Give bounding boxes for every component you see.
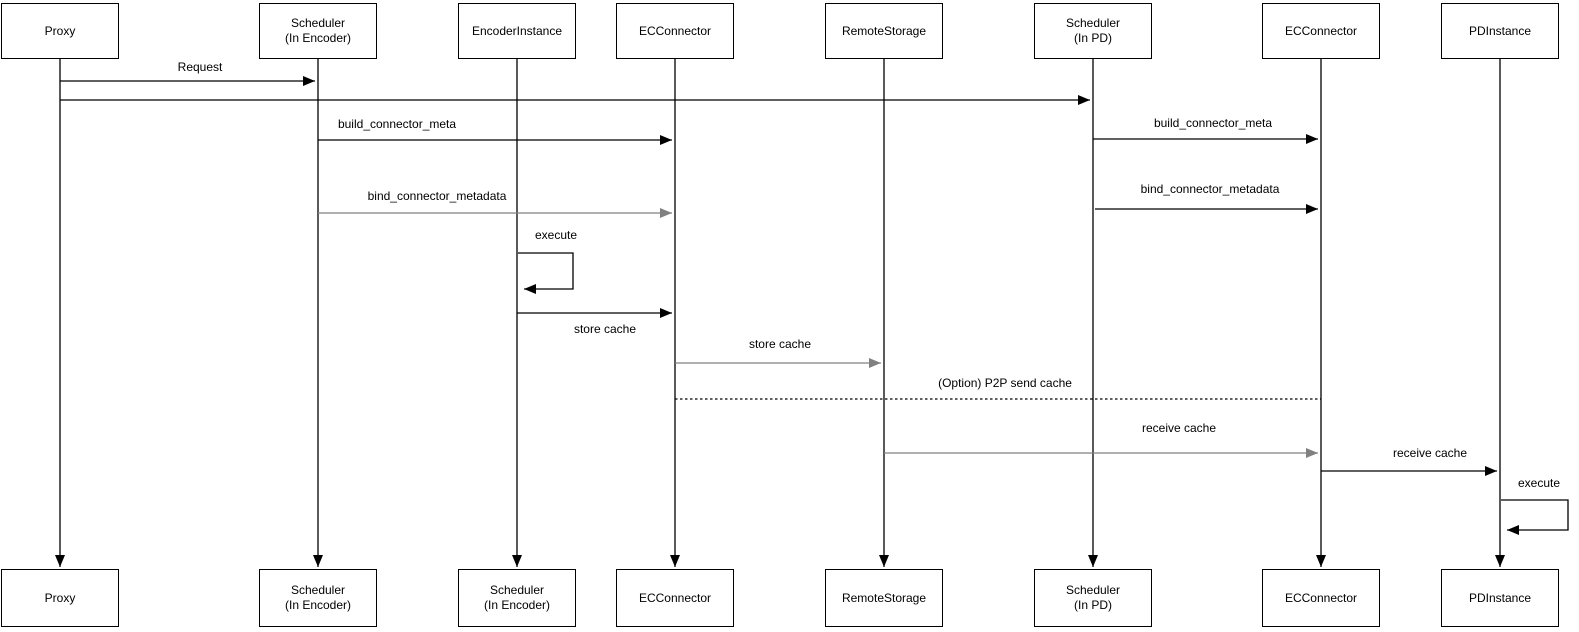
participant-label: Proxy (44, 23, 76, 38)
participant-label: (In PD) (1073, 31, 1112, 45)
participant-label: Scheduler (290, 16, 346, 30)
participant-label: (In Encoder) (483, 598, 551, 612)
message-label-build-connector-meta-right: build_connector_meta (1151, 116, 1275, 130)
participant-bottom-ecconnector-2: ECConnector (1262, 569, 1380, 627)
participant-label: Scheduler (290, 583, 346, 597)
participant-bottom-scheduler-encoder-2: Scheduler(In Encoder) (458, 569, 576, 627)
participant-bottom-scheduler-pd: Scheduler(In PD) (1034, 569, 1152, 627)
message-label-receive-cache-2: receive cache (1390, 446, 1470, 460)
message-label-execute-left: execute (532, 228, 580, 242)
participant-top-pdinstance: PDInstance (1441, 3, 1559, 59)
participant-bottom-ecconnector-1: ECConnector (616, 569, 734, 627)
participant-bottom-scheduler-encoder: Scheduler(In Encoder) (259, 569, 377, 627)
participant-label: PDInstance (1468, 590, 1532, 605)
participant-label: Scheduler (1065, 583, 1121, 597)
message-label-request: Request (175, 60, 225, 74)
participant-label: ECConnector (638, 590, 712, 605)
participant-label: Scheduler (489, 583, 545, 597)
message-label-execute-right: execute (1515, 476, 1563, 490)
arrow-execute-self-right (1501, 499, 1569, 535)
participant-label: ECConnector (638, 23, 712, 38)
message-label-store-cache-1: store cache (571, 322, 639, 336)
participant-label: EncoderInstance (471, 23, 563, 38)
participant-bottom-pdinstance: PDInstance (1441, 569, 1559, 627)
participant-label: (In PD) (1073, 598, 1112, 612)
participant-top-scheduler-pd: Scheduler(In PD) (1034, 3, 1152, 59)
participant-top-remote-storage: RemoteStorage (825, 3, 943, 59)
participant-bottom-proxy: Proxy (1, 569, 119, 627)
participant-top-ecconnector-2: ECConnector (1262, 3, 1380, 59)
message-label-p2p-send-cache: (Option) P2P send cache (936, 376, 1074, 390)
message-label-store-cache-2: store cache (746, 337, 814, 351)
participant-label: (In Encoder) (284, 598, 352, 612)
message-label-build-connector-meta-left: build_connector_meta (335, 117, 459, 131)
participant-label: Scheduler (1065, 16, 1121, 30)
participant-label: Proxy (44, 590, 76, 605)
participant-label: PDInstance (1468, 23, 1532, 38)
participant-label: ECConnector (1284, 590, 1358, 605)
participant-top-ecconnector-1: ECConnector (616, 3, 734, 59)
arrow-execute-self-left (518, 252, 574, 294)
participant-label: (In Encoder) (284, 31, 352, 45)
participant-label: RemoteStorage (841, 23, 927, 38)
message-label-bind-connector-metadata-left: bind_connector_metadata (365, 189, 509, 203)
message-label-receive-cache-1: receive cache (1139, 421, 1219, 435)
participant-top-scheduler-encoder: Scheduler(In Encoder) (259, 3, 377, 59)
message-label-bind-connector-metadata-right: bind_connector_metadata (1138, 182, 1282, 196)
participant-top-encoder-instance: EncoderInstance (458, 3, 576, 59)
participant-label: RemoteStorage (841, 590, 927, 605)
participant-label: ECConnector (1284, 23, 1358, 38)
participant-top-proxy: Proxy (1, 3, 119, 59)
participant-bottom-remote-storage: RemoteStorage (825, 569, 943, 627)
